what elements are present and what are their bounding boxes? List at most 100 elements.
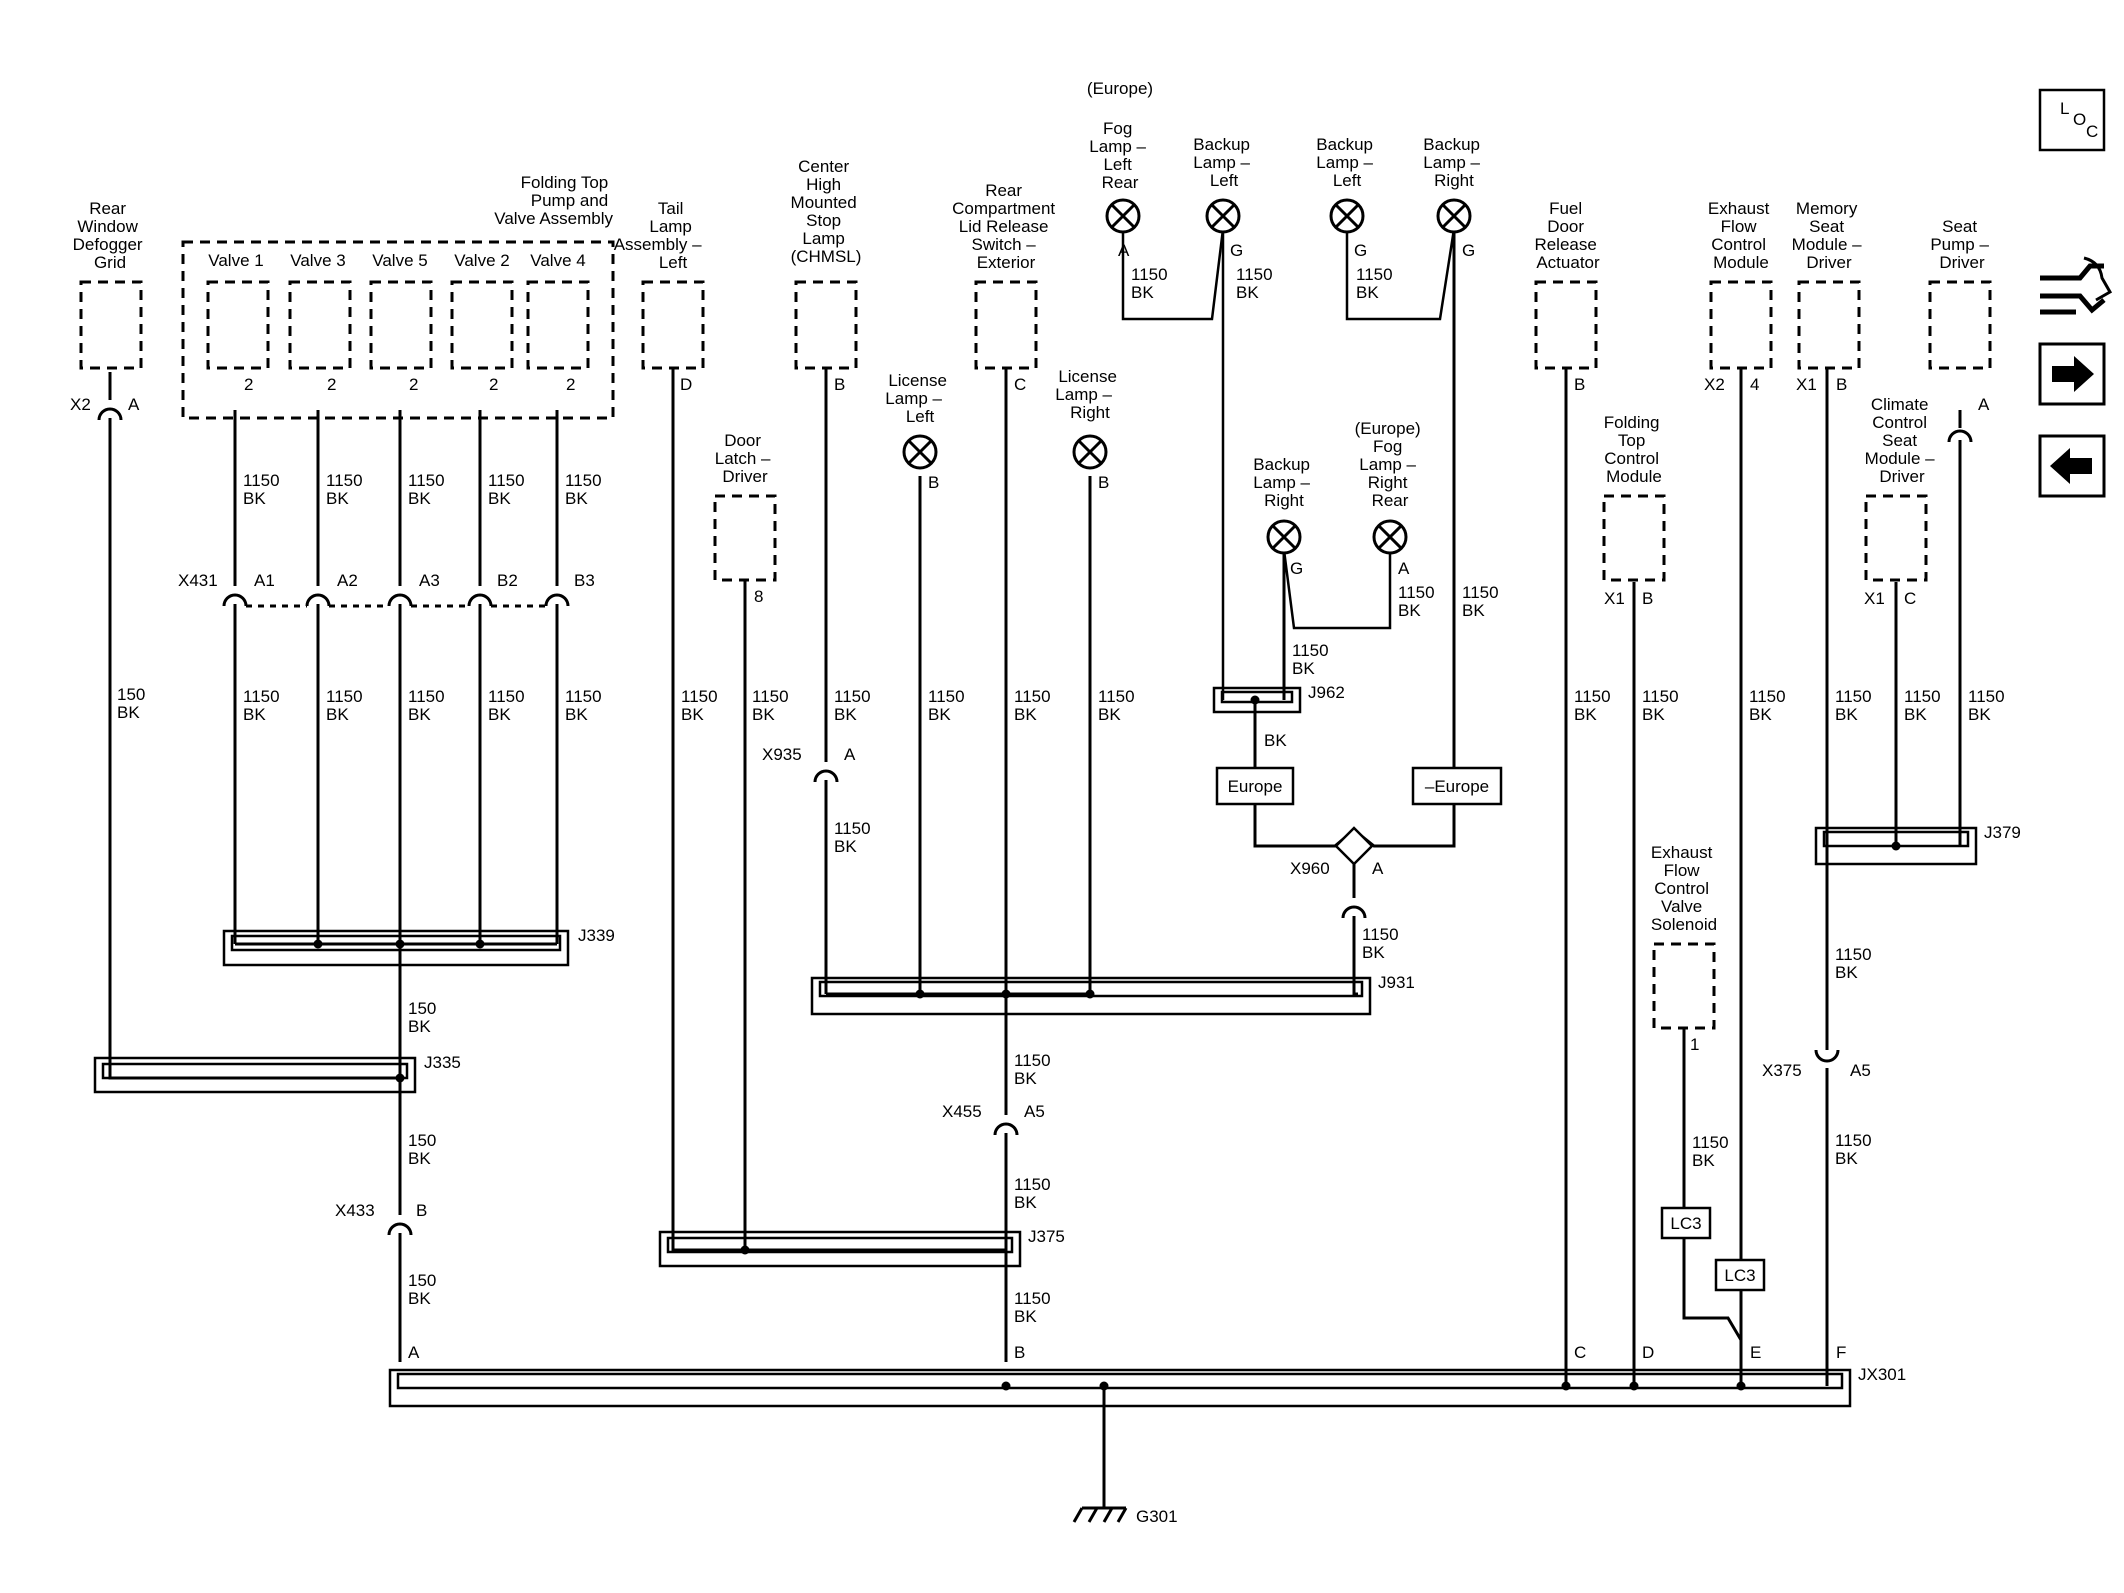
- svg-text:1150: 1150: [326, 687, 363, 706]
- svg-text:1150: 1150: [1904, 687, 1941, 706]
- backup-right-1-label: Backup Lamp – Right: [1423, 135, 1484, 190]
- svg-text:BK: BK: [408, 705, 431, 724]
- svg-text:J962: J962: [1308, 683, 1345, 702]
- folding-top-pump-label: Folding Top Pump and Valve Assembly: [494, 173, 613, 228]
- svg-text:–Europe: –Europe: [1425, 777, 1489, 796]
- svg-text:BK: BK: [752, 705, 775, 724]
- tail-lamp-label: Tail Lamp Assembly – Left: [614, 199, 707, 272]
- svg-text:150: 150: [408, 1271, 436, 1290]
- svg-text:BK: BK: [1968, 705, 1991, 724]
- svg-text:1150: 1150: [488, 687, 525, 706]
- svg-text:BK: BK: [408, 1017, 431, 1036]
- svg-text:BK: BK: [1292, 659, 1315, 678]
- valve-assembly-box: [181, 240, 615, 420]
- svg-text:X1: X1: [1604, 589, 1625, 608]
- svg-text:G: G: [1230, 241, 1243, 260]
- svg-text:1: 1: [1690, 1035, 1699, 1054]
- ground-symbol-icon: [1072, 1506, 1128, 1523]
- svg-text:1150: 1150: [834, 687, 871, 706]
- svg-text:1150: 1150: [326, 471, 363, 490]
- svg-text:1150: 1150: [1574, 687, 1611, 706]
- svg-text:F: F: [1836, 1343, 1846, 1362]
- chmsl-label: Center High Mounted Stop Lamp (CHMSL): [791, 157, 862, 266]
- svg-text:G301: G301: [1136, 1507, 1178, 1526]
- svg-text:BK: BK: [1014, 1069, 1037, 1088]
- svg-text:150: 150: [408, 999, 436, 1018]
- svg-text:A: A: [408, 1343, 420, 1362]
- svg-text:A: A: [1398, 559, 1410, 578]
- svg-text:O: O: [2073, 110, 2086, 129]
- fuel-door-label: Fuel Door Release Actuator: [1534, 199, 1601, 272]
- svg-text:4: 4: [1750, 375, 1759, 394]
- svg-text:1150: 1150: [752, 687, 789, 706]
- svg-text:BK: BK: [408, 1149, 431, 1168]
- svg-text:X2: X2: [70, 395, 91, 414]
- license-left-label: License Lamp – Left: [885, 371, 951, 426]
- svg-text:A: A: [1372, 859, 1384, 878]
- svg-text:J931: J931: [1378, 973, 1415, 992]
- svg-text:A5: A5: [1024, 1102, 1045, 1121]
- svg-text:G: G: [1354, 241, 1367, 260]
- svg-text:BK: BK: [488, 489, 511, 508]
- svg-text:B3: B3: [574, 571, 595, 590]
- svg-text:BK: BK: [1749, 705, 1772, 724]
- svg-text:BK: BK: [565, 705, 588, 724]
- lamp-icon: [1266, 519, 1302, 555]
- lc3-box-2: [1714, 1258, 1766, 1292]
- svg-text:1150: 1150: [1642, 687, 1679, 706]
- svg-text:1150: 1150: [1835, 687, 1872, 706]
- svg-text:A: A: [1118, 241, 1130, 260]
- svg-text:B: B: [1836, 375, 1847, 394]
- valve-3-label: Valve 3: [290, 251, 345, 270]
- arrow-right-icon[interactable]: [2038, 342, 2106, 406]
- svg-text:1150: 1150: [1098, 687, 1135, 706]
- svg-text:X375: X375: [1762, 1061, 1802, 1080]
- europe-box: [1215, 766, 1295, 806]
- svg-text:C: C: [1574, 1343, 1586, 1362]
- svg-text:BK: BK: [1236, 283, 1259, 302]
- j339-outer: [222, 929, 570, 967]
- door-latch-box: [713, 494, 777, 582]
- option-boxes: [1215, 766, 1766, 1292]
- valve5-box: [369, 280, 433, 370]
- arrow-left-icon[interactable]: [2038, 434, 2106, 498]
- defogger-label: Rear Window Defogger Grid: [73, 199, 148, 272]
- svg-text:C: C: [1904, 589, 1916, 608]
- exhaust-solenoid-box: [1652, 942, 1716, 1030]
- svg-text:1150: 1150: [408, 687, 445, 706]
- connector-tool-icon[interactable]: [2040, 256, 2113, 315]
- license-right-label: License Lamp – Right: [1055, 367, 1121, 422]
- chmsl-box: [794, 280, 858, 370]
- fuel-door-box: [1534, 280, 1598, 370]
- valve-4-label: Valve 4: [530, 251, 585, 270]
- loc-icon[interactable]: L O C: [2038, 88, 2106, 152]
- exhaust-module-box: [1709, 280, 1773, 370]
- svg-text:J339: J339: [578, 926, 615, 945]
- svg-text:X960: X960: [1290, 859, 1330, 878]
- svg-text:1150: 1150: [1014, 1051, 1051, 1070]
- svg-text:BK: BK: [1264, 731, 1287, 750]
- svg-text:D: D: [1642, 1343, 1654, 1362]
- memory-seat-label: Memory Seat Module – Driver: [1792, 199, 1867, 272]
- not-europe-box: [1411, 766, 1503, 806]
- svg-text:BK: BK: [834, 705, 857, 724]
- svg-text:1150: 1150: [1835, 945, 1872, 964]
- folding-top-ctrl-box: [1602, 494, 1666, 582]
- svg-text:JX301: JX301: [1858, 1365, 1906, 1384]
- wires: [108, 228, 1962, 1508]
- svg-text:G: G: [1462, 241, 1475, 260]
- svg-text:1150: 1150: [1692, 1133, 1729, 1152]
- fog-right-label: (Europe) Fog Lamp – Right Rear: [1355, 419, 1426, 510]
- climate-seat-label: Climate Control Seat Module – Driver: [1865, 395, 1940, 486]
- lamps: [902, 198, 1472, 555]
- svg-text:1150: 1150: [1968, 687, 2005, 706]
- svg-text:1150: 1150: [243, 471, 280, 490]
- svg-text:1150: 1150: [1362, 925, 1399, 944]
- svg-text:BK: BK: [1574, 705, 1597, 724]
- climate-seat-box: [1864, 494, 1928, 582]
- svg-text:1150: 1150: [488, 471, 525, 490]
- x960-diamond: [1334, 826, 1374, 866]
- svg-text:B: B: [928, 473, 939, 492]
- svg-text:A5: A5: [1850, 1061, 1871, 1080]
